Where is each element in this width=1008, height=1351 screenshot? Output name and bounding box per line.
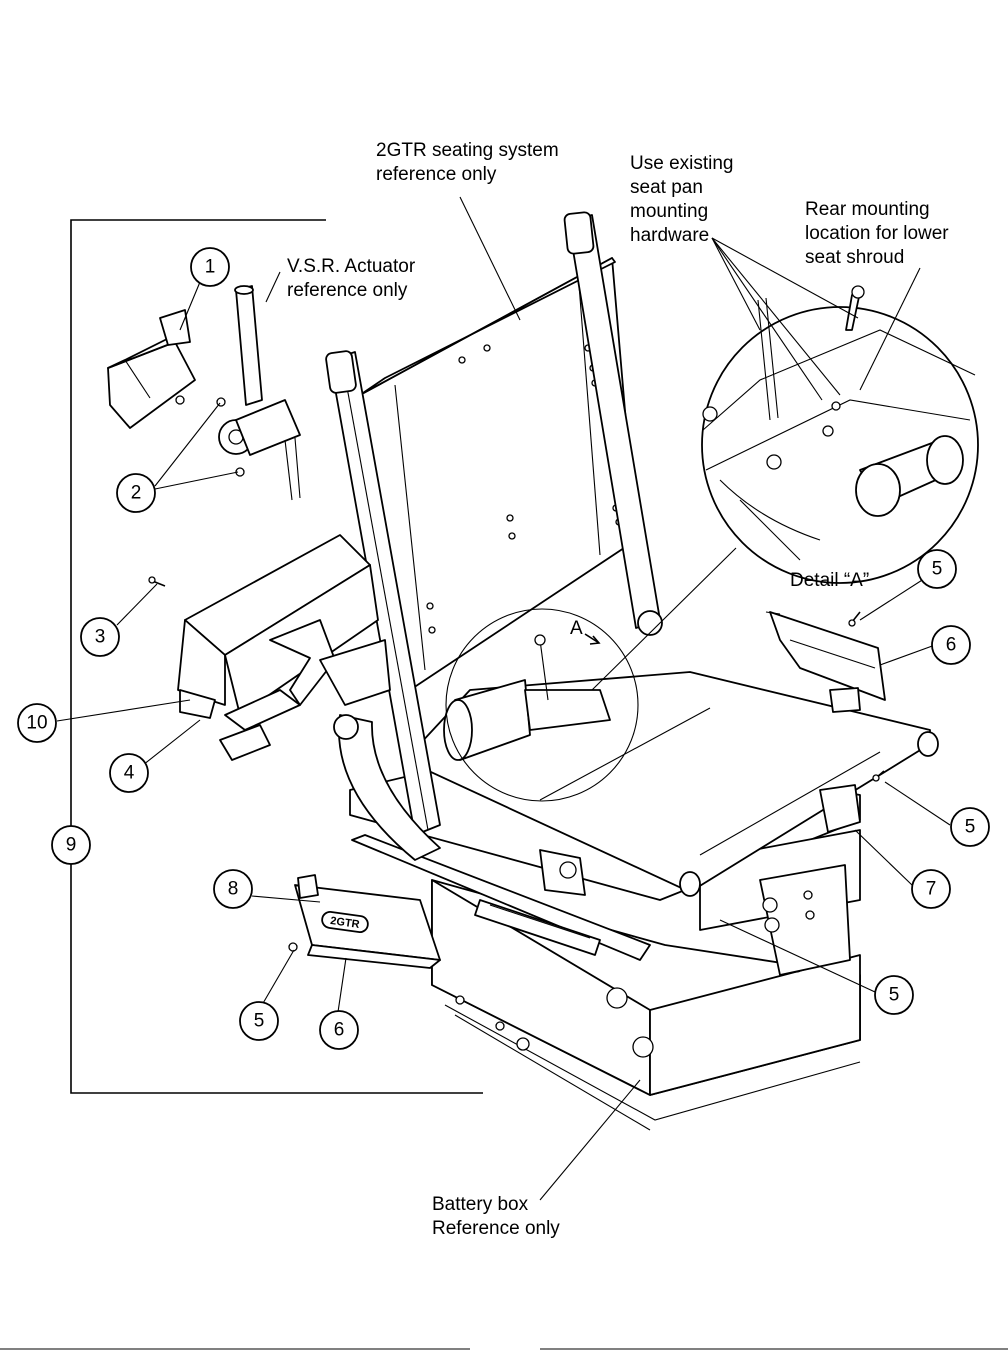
svg-text:5: 5 [932,559,943,580]
svg-text:1: 1 [205,257,216,278]
svg-text:seat shroud: seat shroud [805,247,904,268]
svg-text:2GTR seating system: 2GTR seating system [376,140,559,161]
label-seating-system: 2GTR seating system reference only [376,140,559,185]
label-detail-a: Detail “A” [790,570,869,591]
cylinder-reference [443,634,611,761]
svg-text:Rear mounting: Rear mounting [805,199,930,220]
svg-text:V.S.R. Actuator: V.S.R. Actuator [287,256,416,277]
callout-10: 10 [17,703,57,743]
callout-5-bottom: 5 [874,975,914,1015]
seat-back [359,257,637,691]
svg-text:Use existing: Use existing [630,153,734,174]
svg-text:5: 5 [889,985,900,1006]
svg-text:2: 2 [131,483,142,504]
part-8-side-cover-left: 2GTR [294,874,441,969]
svg-text:Reference only: Reference only [432,1218,560,1239]
svg-text:seat pan: seat pan [630,177,703,198]
callout-2: 2 [116,473,156,513]
callout-8: 8 [213,869,253,909]
group-bracket-9 [70,219,483,1094]
part-4-shroud-bracket [219,619,391,761]
svg-text:7: 7 [926,879,937,900]
svg-text:hardware: hardware [630,225,709,246]
part-3-screw [148,576,166,587]
logo-2gtr: 2GTR [329,915,360,931]
callout-5-top-right: 5 [917,549,957,589]
svg-text:reference only: reference only [287,280,408,301]
vsr-actuator [218,285,301,501]
svg-text:10: 10 [26,713,47,734]
svg-text:location for lower: location for lower [805,223,949,244]
part-6-side-cover-right [765,611,886,701]
svg-text:9: 9 [66,835,77,856]
part-1-cover [107,309,196,429]
label-vsr-actuator: V.S.R. Actuator reference only [287,256,416,301]
callout-5-right: 5 [950,807,990,847]
svg-text:4: 4 [124,763,135,784]
svg-text:5: 5 [965,817,976,838]
callout-4: 4 [109,753,149,793]
part-5-screws [288,611,885,952]
svg-text:8: 8 [228,879,239,900]
label-rear-mounting: Rear mounting location for lower seat sh… [805,199,949,268]
svg-text:mounting: mounting [630,201,708,222]
svg-text:6: 6 [334,1020,345,1041]
detail-a-view [701,285,979,584]
svg-text:5: 5 [254,1011,265,1032]
callout-3: 3 [80,617,120,657]
detail-a-circle: A [445,608,639,802]
callout-1: 1 [190,247,230,287]
callout-5-left: 5 [239,1001,279,1041]
svg-text:reference only: reference only [376,164,497,185]
detail-leader [591,547,737,691]
detail-marker-a: A [570,618,583,639]
callout-9: 9 [51,825,91,865]
label-battery-box: Battery box Reference only [432,1194,560,1239]
svg-text:Battery box: Battery box [432,1194,529,1215]
callout-6-right: 6 [931,625,971,665]
callout-7: 7 [911,869,951,909]
svg-text:3: 3 [95,627,106,648]
part-7-side-cover [819,687,861,833]
leader-lines [56,196,951,1201]
pivot-quadrant [333,610,663,861]
svg-text:6: 6 [946,635,957,656]
callout-6-left: 6 [319,1010,359,1050]
label-existing-hardware: Use existing seat pan mounting hardware [630,153,734,246]
